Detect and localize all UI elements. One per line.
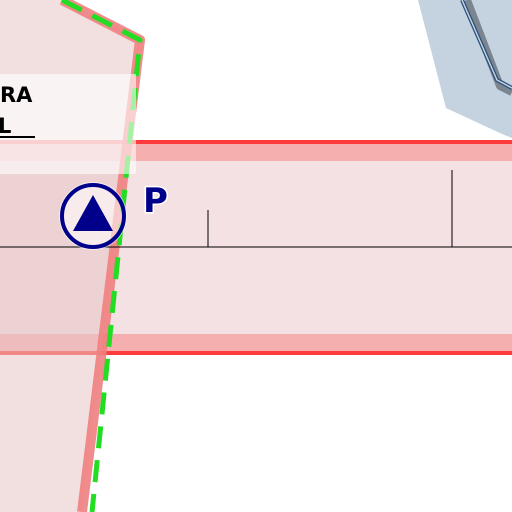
- area-label-fragment-bottom: L: [0, 114, 11, 138]
- road-bottom-halo: [0, 334, 512, 354]
- building-outline-shadow: [463, 0, 512, 96]
- label-background: [0, 74, 136, 174]
- parking-circle-icon: [60, 183, 126, 249]
- parking-triangle-icon: [73, 195, 113, 231]
- building-outline-inner: [461, 0, 512, 89]
- parking-letter: P: [143, 181, 168, 221]
- boundary-dashed-line: [60, 0, 143, 512]
- building[interactable]: [418, 0, 512, 138]
- parking-marker[interactable]: P: [59, 180, 169, 250]
- area-label-fragment-top: RA: [0, 83, 33, 107]
- building-shadow: [418, 0, 512, 138]
